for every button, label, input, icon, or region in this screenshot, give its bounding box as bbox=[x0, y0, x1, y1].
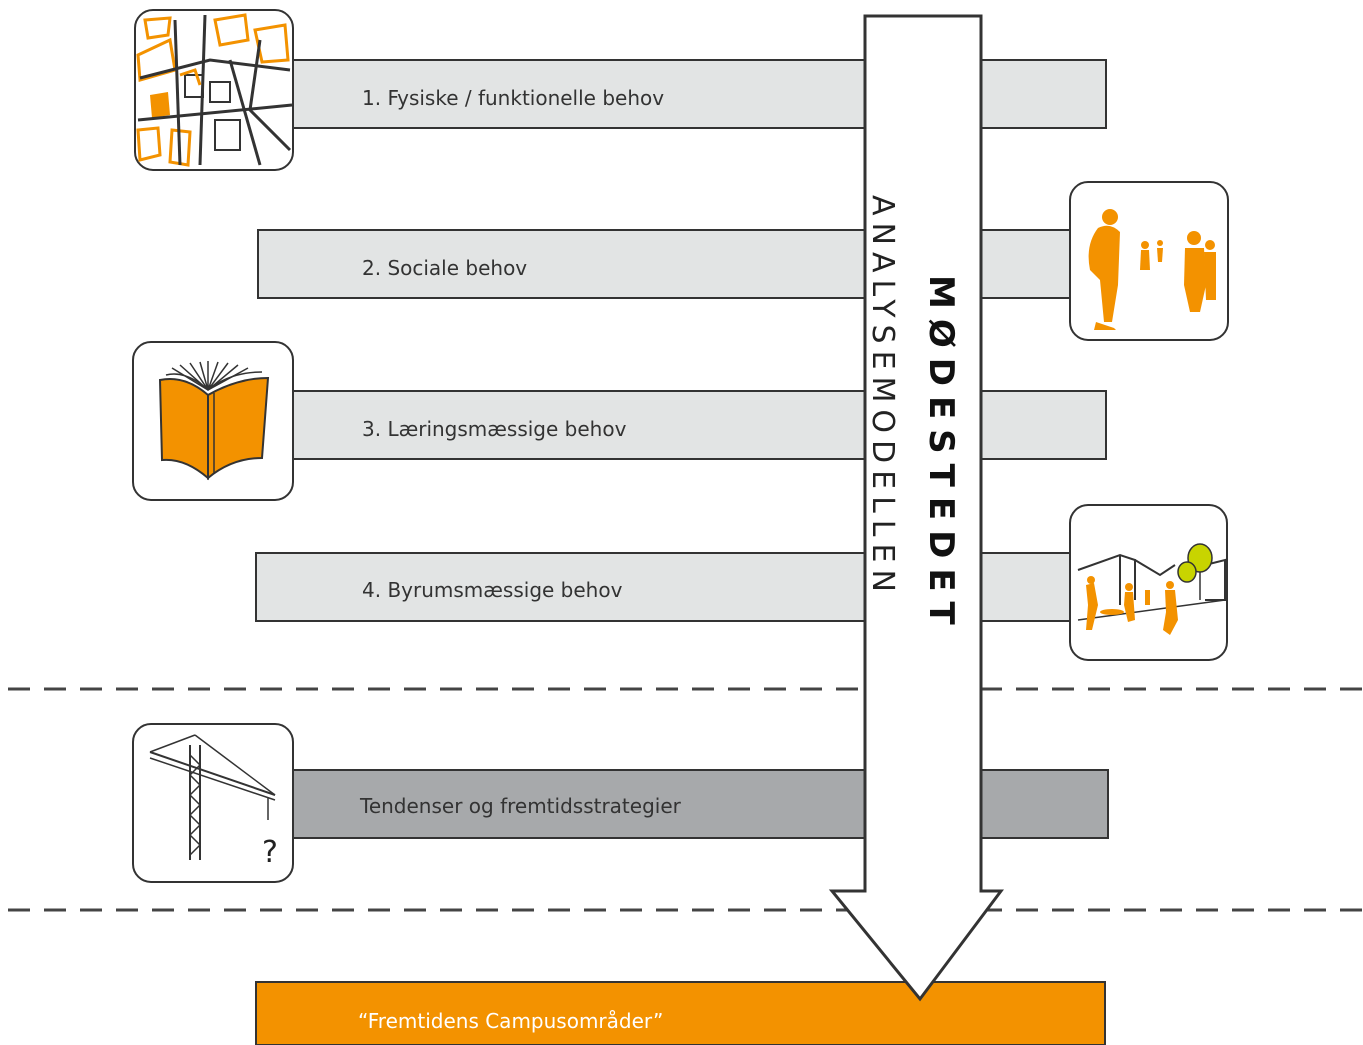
arrow-title: MØDESTEDET bbox=[921, 275, 961, 635]
result-bar-label: “Fremtidens Campusområder” bbox=[358, 1009, 663, 1033]
result-bar: “Fremtidens Campusområder” bbox=[255, 981, 1106, 1045]
trends-bar-label: Tendenser og fremtidsstrategier bbox=[359, 794, 682, 818]
arrow-subtitle: ANALYSEMODELLEN bbox=[865, 195, 900, 599]
need-bar-label: 3. Læringsmæssige behov bbox=[362, 417, 627, 441]
city-map-icon bbox=[134, 9, 294, 171]
svg-text:?: ? bbox=[262, 835, 278, 870]
open-book-icon bbox=[132, 341, 294, 501]
people-silhouettes-icon bbox=[1069, 181, 1229, 341]
need-bar-learning: 3. Læringsmæssige behov bbox=[289, 390, 1107, 460]
construction-crane-icon: ? bbox=[132, 723, 294, 883]
need-bar-label: 4. Byrumsmæssige behov bbox=[362, 578, 623, 602]
trends-bar: Tendenser og fremtidsstrategier bbox=[289, 769, 1109, 839]
need-bar-label: 1. Fysiske / funktionelle behov bbox=[362, 86, 664, 110]
need-bar-label: 2. Sociale behov bbox=[362, 256, 527, 280]
urban-space-icon bbox=[1069, 504, 1228, 661]
need-bar-physical: 1. Fysiske / funktionelle behov bbox=[289, 59, 1107, 129]
analysis-arrow: MØDESTEDET ANALYSEMODELLEN bbox=[828, 14, 1004, 1002]
